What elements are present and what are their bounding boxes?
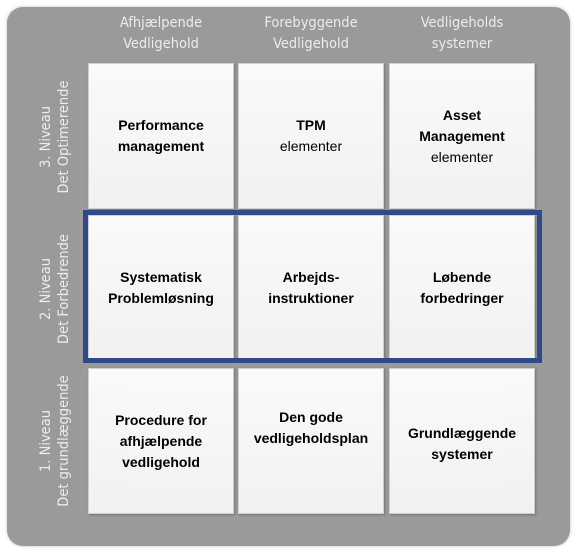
cell-text: management (117, 138, 205, 154)
column-header-forebyggende: Forebyggende Vedligehold (238, 13, 384, 55)
level-2-highlight-frame (83, 210, 542, 363)
cell-tpm-elementer: TPM elementer (238, 63, 384, 209)
cell-text: Procedure for (115, 411, 207, 428)
column-header-line: Forebyggende (264, 15, 358, 31)
cell-text: Asset (442, 106, 482, 123)
cell-systematisk-problemloesning: Systematisk Problemløsning (88, 215, 234, 361)
row-label-line: Det Optimerende (56, 80, 72, 194)
cell-text: Grundlæggende (407, 425, 517, 441)
cell-loebende-forbedringer: Løbende forbedringer (389, 215, 535, 361)
cell-asset-management: Asset Management elementer (389, 63, 535, 209)
column-header-systemer: Vedligeholds systemer (389, 13, 535, 55)
row-label-niveau-2: 2. Niveau Det Forbedrende (37, 216, 77, 362)
cell-arbejdsinstruktioner: Arbejds- instruktioner (238, 215, 384, 361)
row-label-niveau-1: 1. Niveau Det grundlæggende (37, 368, 77, 514)
cell-text: instruktioner (268, 290, 354, 306)
cell-text: Problemløsning (108, 290, 214, 306)
cell-text: vedligeholdsplan (253, 430, 369, 446)
cell-text: Den gode (279, 409, 343, 425)
row-label-line: Det grundlæggende (56, 375, 72, 507)
cell-text: forbedringer (420, 290, 504, 306)
cell-text: Management (419, 127, 505, 144)
cell-procedure-afhjaelpende: Procedure for afhjælpende vedligehold (88, 368, 234, 514)
row-label-line: 3. Niveau (38, 106, 54, 168)
cell-text: systemer (431, 446, 493, 462)
column-header-afhjaelpende: Afhjælpende Vedligehold (88, 13, 234, 55)
row-label-line: 2. Niveau (38, 258, 54, 320)
cell-text: Løbende (432, 269, 492, 285)
row-label-niveau-3: 3. Niveau Det Optimerende (37, 64, 77, 210)
column-header-line: Vedligehold (123, 36, 199, 52)
row-label-line: Det Forbedrende (56, 234, 72, 344)
column-header-line: Vedligehold (273, 36, 349, 52)
cell-grundlaeggende-systemer: Grundlæggende systemer (389, 368, 535, 514)
cell-text: Arbejds- (282, 269, 340, 285)
cell-text: TPM (296, 117, 326, 133)
cell-den-gode-vedligeholdsplan: Den gode vedligeholdsplan (238, 368, 384, 514)
cell-text: elementer (430, 148, 494, 165)
cell-text: Performance (118, 117, 204, 133)
cell-text: vedligehold (122, 453, 200, 470)
cell-performance-management: Performance management (88, 63, 234, 209)
column-header-line: Vedligeholds (420, 15, 504, 31)
cell-text: afhjælpende (119, 432, 203, 449)
cell-text: Systematisk (120, 269, 202, 285)
column-header-line: systemer (431, 36, 493, 52)
row-label-line: 1. Niveau (38, 410, 54, 472)
column-header-line: Afhjælpende (119, 15, 203, 31)
cell-text: elementer (279, 138, 343, 154)
